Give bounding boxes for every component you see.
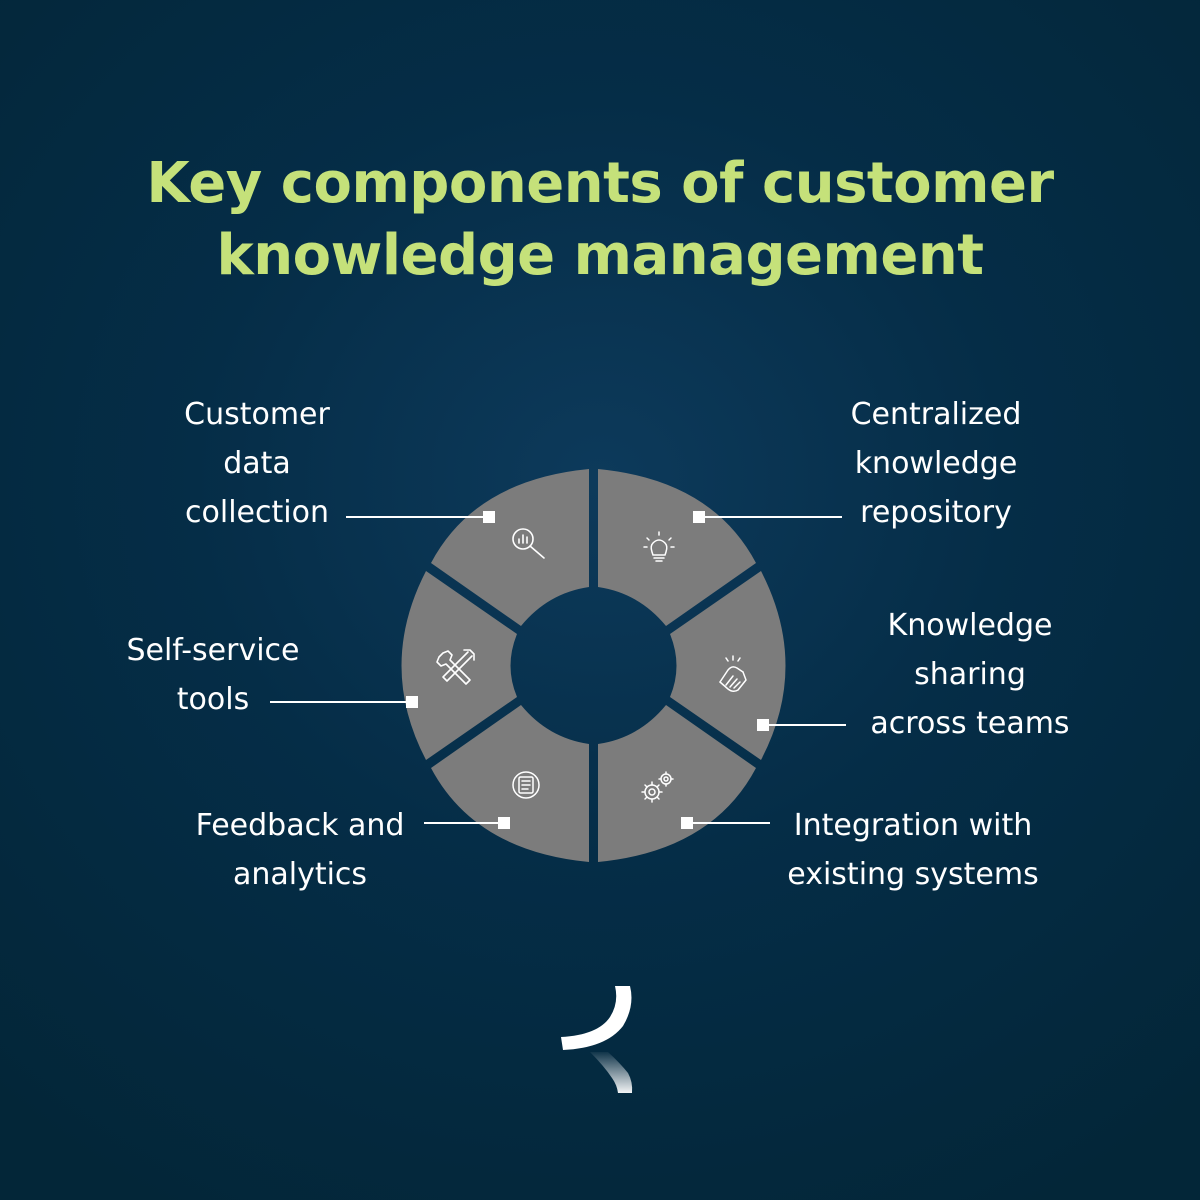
dot-integration [681,817,693,829]
label-feedback-analytics: Feedback and analytics [175,801,425,899]
label-line: tools [176,682,250,717]
lightbulb-icon [643,531,675,562]
title-line-2: knowledge management [216,223,984,288]
dot-feedback [498,817,510,829]
magnifier-chart-icon [512,528,545,559]
label-line: Centralized [850,397,1022,432]
connector-lines [270,516,846,824]
segment-centralized-knowledge-repository [598,469,756,626]
label-customer-data-collection: Customer data collection [157,390,357,537]
handshake-icon [719,655,747,693]
gears-icon [641,771,674,803]
dot-centralized-repository [693,511,705,523]
label-knowledge-sharing: Knowledge sharing across teams [855,601,1085,748]
tools-icon [436,649,475,685]
connector-dots [406,511,769,829]
segment-integration-existing-systems [598,705,756,862]
label-line: Integration with [793,808,1033,843]
label-line: Customer [184,397,330,432]
label-line: collection [185,495,329,530]
label-line: Self-service [126,633,300,668]
label-line: Knowledge [887,608,1053,643]
title-line-1: Key components of customer [146,151,1054,216]
label-line: sharing [914,657,1026,692]
wheel-segments [401,469,786,862]
segment-customer-data-collection [431,469,589,626]
brand-logo [561,986,633,1093]
dot-knowledge-sharing [757,719,769,731]
segment-knowledge-sharing [670,571,786,760]
label-self-service-tools: Self-service tools [103,626,323,724]
dot-self-service [406,696,418,708]
label-line: repository [860,495,1012,530]
segment-feedback-analytics [431,705,589,862]
dot-customer-data [483,511,495,523]
segment-self-service-tools [401,571,517,760]
label-line: Feedback and [195,808,405,843]
label-line: existing systems [787,857,1039,892]
label-centralized-knowledge-repository: Centralized knowledge repository [816,390,1056,537]
feedback-document-icon [512,771,540,799]
label-line: knowledge [854,446,1018,481]
label-line: data [223,446,291,481]
label-line: analytics [232,857,368,892]
page-title: Key components of customer knowledge man… [0,148,1200,292]
label-line: across teams [870,706,1070,741]
label-integration-existing-systems: Integration with existing systems [768,801,1058,899]
